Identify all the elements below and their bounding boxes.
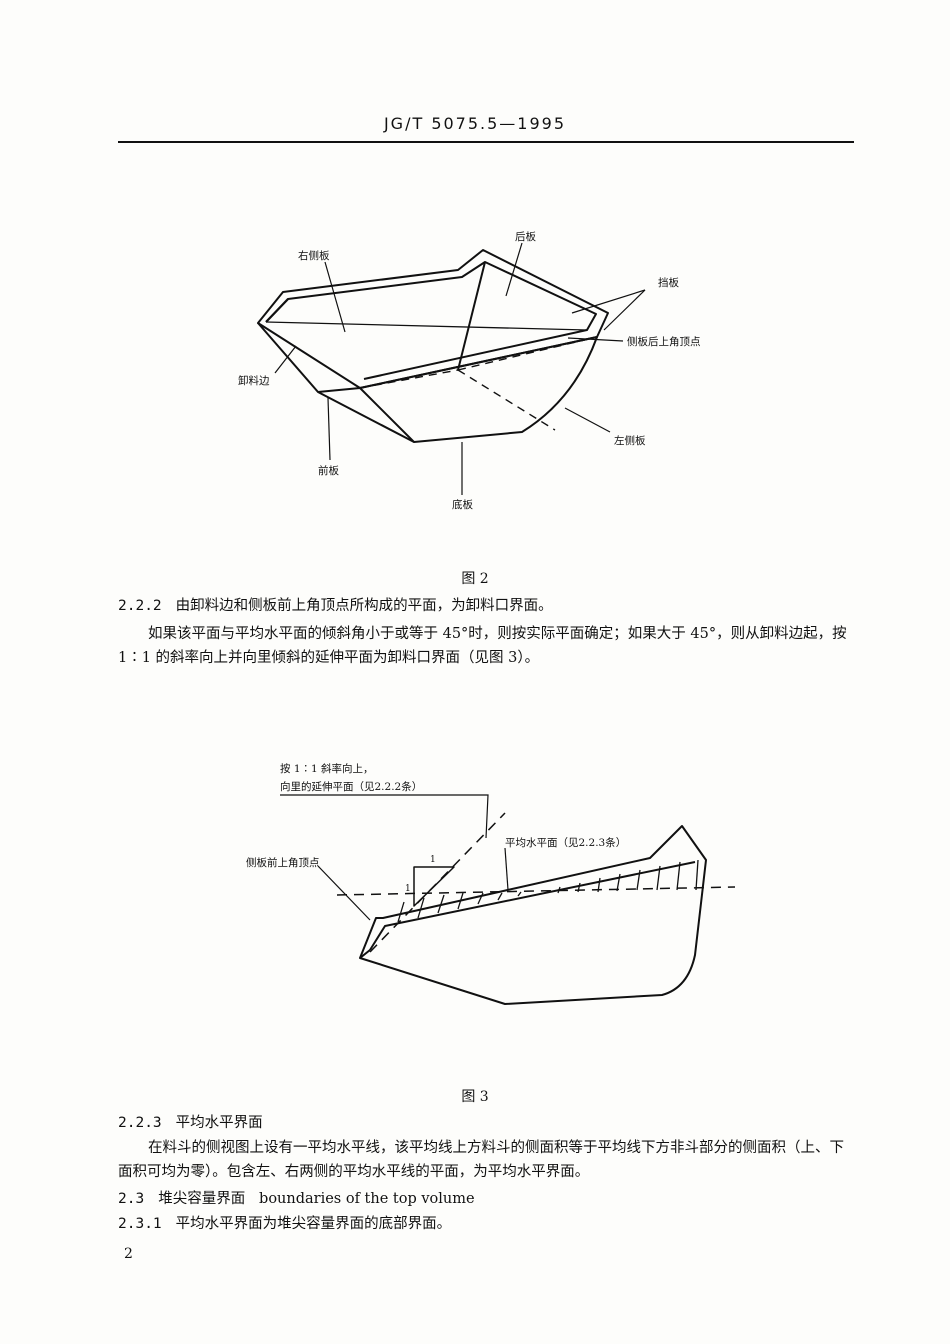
label-baffle: 挡板 (658, 276, 679, 289)
section-title: 堆尖容量界面 (158, 1191, 246, 1207)
section-2-2-2-paragraph: 如果该平面与平均水平面的倾斜角小于或等于 45°时，则按实际平面确定；如果大于 … (118, 626, 847, 666)
section-2-3-heading: 2.3 堆尖容量界面 boundaries of the top volume (118, 1187, 858, 1211)
label-front-corner-vertex: 侧板前上角顶点 (246, 856, 320, 869)
section-2-3-1: 2.3.1 平均水平界面为堆尖容量界面的底部界面。 (118, 1212, 858, 1236)
section-text: 由卸料边和侧板前上角顶点所构成的平面，为卸料口界面。 (175, 598, 553, 614)
document-code: JG/T 5075.5—1995 (383, 114, 567, 133)
label-average-plane: 平均水平面（见2.2.3条） (505, 836, 626, 849)
figure-2-bucket: 后板 右侧板 挡板 侧板后上角顶点 卸料边 左侧板 前板 底板 (238, 230, 701, 511)
label-slope-line2: 向里的延伸平面（见2.2.2条） (280, 780, 422, 793)
label-rear-panel: 后板 (515, 230, 536, 243)
label-bottom-panel: 底板 (452, 498, 473, 511)
triangle-horizontal-label: 1 (430, 855, 436, 865)
header-rule (118, 141, 854, 143)
page-number: 2 (124, 1246, 133, 1262)
figure-3-caption: 图 3 (461, 1089, 489, 1105)
section-2-2-2: 2.2.2 由卸料边和侧板前上角顶点所构成的平面，为卸料口界面。 (118, 594, 858, 618)
label-right-side-panel: 右侧板 (298, 249, 330, 262)
section-number: 2.2.3 (118, 1115, 162, 1131)
label-discharge-edge: 卸料边 (238, 374, 270, 387)
section-2-2-3-paragraph: 在料斗的侧视图上设有一平均水平线，该平均线上方料斗的侧面积等于平均线下方非斗部分… (118, 1140, 844, 1180)
label-rear-corner-vertex: 侧板后上角顶点 (627, 335, 701, 348)
section-text: 平均水平界面为堆尖容量界面的底部界面。 (175, 1216, 452, 1232)
figure-2-caption: 图 2 (461, 571, 489, 587)
figure-3-side-view: 按 1∶1 斜率向上， 向里的延伸平面（见2.2.2条） 平均水平面（见2.2.… (246, 762, 736, 1005)
section-number: 2.2.2 (118, 598, 162, 614)
triangle-vertical-label: 1 (405, 884, 411, 894)
label-left-side-panel: 左侧板 (614, 434, 646, 447)
section-2-2-3-heading: 2.2.3 平均水平界面 (118, 1111, 858, 1135)
label-front-panel: 前板 (318, 464, 339, 477)
section-title: 平均水平界面 (175, 1115, 263, 1131)
section-number: 2.3 (118, 1191, 145, 1207)
section-title-english: boundaries of the top volume (259, 1191, 475, 1207)
label-slope-line1: 按 1∶1 斜率向上， (280, 762, 374, 775)
section-number: 2.3.1 (118, 1216, 162, 1232)
